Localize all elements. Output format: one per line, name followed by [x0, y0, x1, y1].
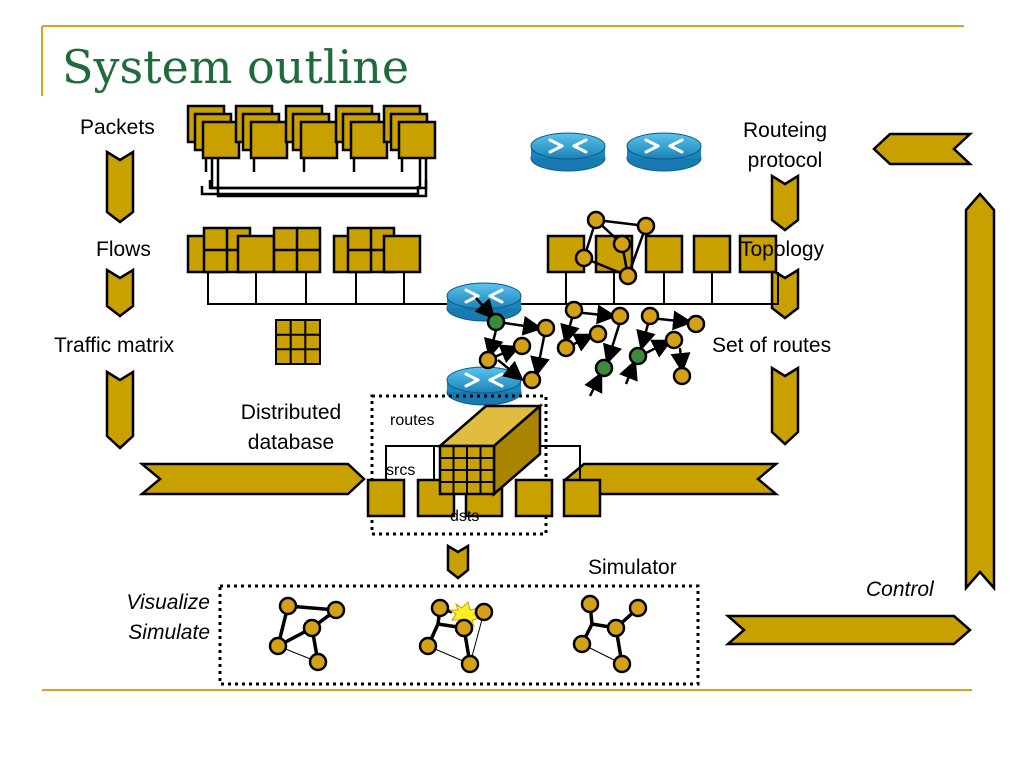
label-routeing-protocol: Routeing protocol	[742, 119, 828, 172]
burst-icon	[448, 601, 482, 630]
label-routes: routes	[390, 412, 435, 429]
routes-graph-a	[474, 297, 550, 382]
database-cube	[436, 403, 544, 497]
right-chevrons	[770, 173, 800, 446]
left-chevrons	[105, 149, 135, 450]
label-simulator: Simulator	[588, 556, 677, 579]
sim-graph-2	[418, 598, 494, 674]
label-dsts: dsts	[450, 508, 480, 525]
slide-title: System outline	[62, 40, 410, 94]
sim-graph-1	[268, 596, 346, 672]
routes-graph-b	[560, 304, 693, 397]
database-boxes	[366, 478, 602, 518]
label-distributed-database: Distributed database	[240, 401, 342, 454]
packet-stacks	[186, 104, 437, 198]
control-arrow-top	[872, 132, 974, 166]
label-packets: Packets	[80, 116, 155, 139]
sim-graph-3	[572, 594, 648, 674]
label-flows: Flows	[96, 238, 151, 261]
flow-boxes	[186, 226, 778, 274]
label-visualize-simulate: Visualize Simulate	[126, 591, 210, 644]
topology-nodes	[574, 210, 656, 286]
database-down-arrow	[446, 543, 470, 580]
control-arrow-bottom	[724, 614, 972, 646]
label-topology: Topology	[740, 238, 825, 261]
simulator-region	[218, 584, 700, 686]
arrow-left-to-center	[138, 462, 366, 496]
control-arrow-vertical	[964, 192, 996, 592]
label-srcs: srcs	[386, 462, 416, 479]
traffic-matrix-grid	[275, 319, 321, 365]
label-traffic-matrix: Traffic matrix	[54, 334, 175, 357]
label-control: Control	[866, 578, 934, 601]
database-region	[370, 394, 548, 536]
label-set-of-routes: Set of routes	[712, 334, 832, 357]
